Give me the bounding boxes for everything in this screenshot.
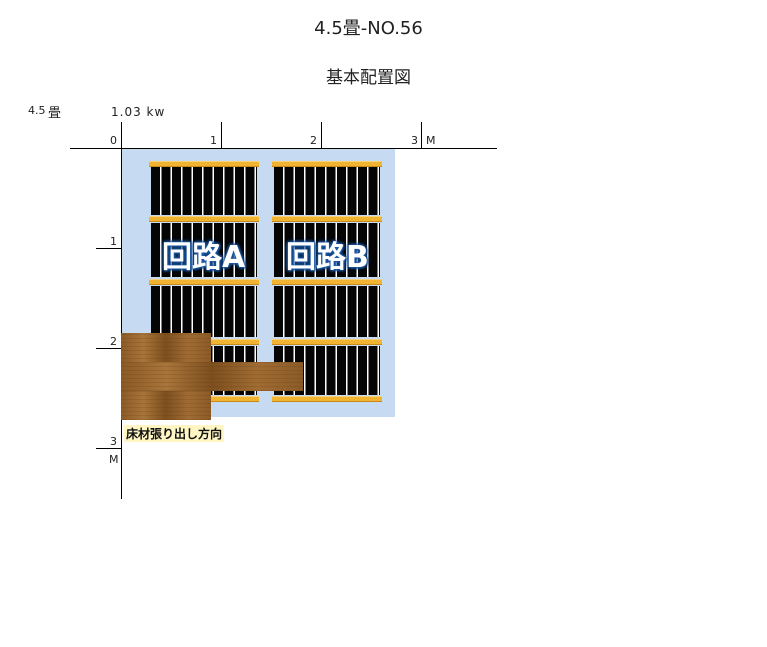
heater-panel-a-3 (151, 286, 257, 337)
heater-bar-b-5 (272, 396, 382, 402)
page-subtitle: 基本配置図 (326, 68, 411, 88)
floor-direction-label: 床材張り出し方向 (124, 425, 225, 442)
heater-bar-a-2 (149, 216, 259, 222)
heater-panel-b-3 (274, 286, 380, 337)
heater-bar-a-3 (149, 279, 259, 285)
heater-bar-a-1 (149, 161, 259, 167)
tatami-size-value: 4.5 (28, 104, 46, 117)
y-tick-label-2: 2 (110, 335, 117, 348)
y-tick-3 (96, 448, 122, 449)
circuit-a-label: 回路A (162, 240, 246, 275)
x-tick-label-2: 2 (310, 134, 317, 147)
y-tick-1 (96, 248, 122, 249)
power-rating: 1.03 kw (111, 105, 166, 119)
x-tick-label-3: 3 (411, 134, 418, 147)
heater-bar-b-1 (272, 161, 382, 167)
x-tick-2 (321, 122, 322, 148)
y-tick-label-3: 3 (110, 435, 117, 448)
x-unit-label: M (426, 134, 436, 147)
wood-floor-board-1 (121, 333, 211, 363)
heater-panel-b-1 (274, 167, 380, 215)
x-tick-label-1: 1 (210, 134, 217, 147)
tatami-size-unit: 畳 (48, 106, 62, 121)
x-tick-3 (421, 122, 422, 148)
heater-panel-b-2 (274, 223, 380, 277)
x-axis-line (70, 148, 497, 149)
heater-panel-a-1 (151, 167, 257, 215)
heater-bar-b-2 (272, 216, 382, 222)
y-tick-label-1: 1 (110, 235, 117, 248)
x-tick-label-0: 0 (110, 134, 117, 147)
wood-floor-board-3 (121, 391, 211, 420)
x-tick-1 (221, 122, 222, 148)
circuit-b-label: 回路B (286, 240, 369, 275)
y-unit-label: M (109, 453, 119, 466)
wood-floor-board-2 (121, 362, 303, 391)
y-axis-line (121, 122, 122, 499)
page-title: 4.5畳-NO.56 (314, 18, 423, 39)
y-tick-2 (96, 348, 122, 349)
heater-bar-b-4 (272, 339, 382, 345)
heater-bar-b-3 (272, 279, 382, 285)
heater-panel-a-2 (151, 223, 257, 277)
